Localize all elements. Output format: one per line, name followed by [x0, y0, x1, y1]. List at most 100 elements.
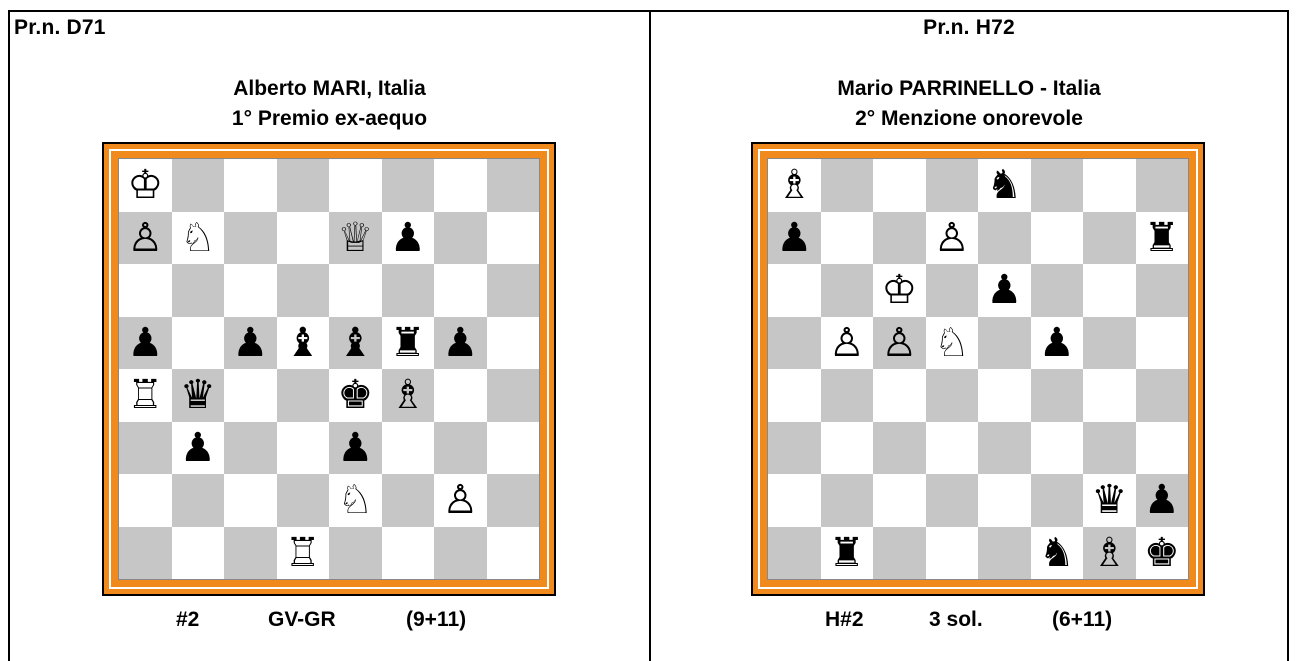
- board-square: [926, 474, 979, 527]
- award: 2° Menzione onorevole: [651, 104, 1287, 134]
- black-pawn-icon: ♟: [232, 323, 268, 363]
- board-square: [821, 159, 874, 212]
- stipulation: H#2: [825, 608, 864, 632]
- board-square: [487, 212, 540, 265]
- board-square: [277, 369, 330, 422]
- board-square: ♔: [119, 159, 172, 212]
- board-square: ♚: [329, 369, 382, 422]
- board-square: ♞: [978, 159, 1031, 212]
- board-square: ♝: [329, 317, 382, 370]
- board-square: [926, 159, 979, 212]
- board-square: [926, 422, 979, 475]
- black-pawn-icon: ♟: [442, 323, 478, 363]
- board-square: ♘: [926, 317, 979, 370]
- board-square: [926, 527, 979, 580]
- white-rook-icon: ♖: [285, 533, 321, 573]
- black-pawn-icon: ♟: [390, 218, 426, 258]
- board-square: [1083, 369, 1136, 422]
- board-square: [1031, 422, 1084, 475]
- board-square: [224, 422, 277, 475]
- board-square: [277, 159, 330, 212]
- board-square: [382, 474, 435, 527]
- board-square: [119, 422, 172, 475]
- board-square: [329, 264, 382, 317]
- white-pawn-icon: ♙: [829, 323, 865, 363]
- board-square: [1083, 422, 1136, 475]
- board-frame: ♔♙♘♕♟♟♟♝♝♜♟♖♛♚♗♟♟♘♙♖: [102, 142, 556, 596]
- board-square: [224, 369, 277, 422]
- board-square: ♗: [768, 159, 821, 212]
- board-square: [821, 422, 874, 475]
- board-square: [487, 317, 540, 370]
- board-square: ♘: [329, 474, 382, 527]
- board-square: [1083, 212, 1136, 265]
- board-square: [382, 264, 435, 317]
- black-rook-icon: ♜: [1144, 218, 1180, 258]
- board-square: [873, 369, 926, 422]
- board-square: ♟: [224, 317, 277, 370]
- board-square: [382, 527, 435, 580]
- board-square: [978, 474, 1031, 527]
- condition: 3 sol.: [929, 608, 983, 632]
- black-pawn-icon: ♟: [180, 428, 216, 468]
- board-square: [768, 527, 821, 580]
- board-square: [487, 159, 540, 212]
- white-knight-icon: ♘: [180, 218, 216, 258]
- board-square: ♟: [1031, 317, 1084, 370]
- board-square: ♟: [172, 422, 225, 475]
- board-square: [978, 317, 1031, 370]
- board-square: [821, 212, 874, 265]
- black-bishop-icon: ♝: [285, 323, 321, 363]
- board-square: ♖: [277, 527, 330, 580]
- white-queen-icon: ♕: [337, 218, 373, 258]
- black-queen-icon: ♛: [1091, 480, 1127, 520]
- black-knight-icon: ♞: [1039, 533, 1075, 573]
- board-square: [434, 422, 487, 475]
- composer-name: Alberto MARI, Italia: [10, 74, 649, 104]
- board-square: [926, 264, 979, 317]
- board-square: ♟: [1136, 474, 1189, 527]
- board-square: [768, 369, 821, 422]
- board-square: ♙: [434, 474, 487, 527]
- board-square: [926, 369, 979, 422]
- board-square: [224, 212, 277, 265]
- board-square: ♘: [172, 212, 225, 265]
- board-square: [1083, 159, 1136, 212]
- board-square: [768, 317, 821, 370]
- board-square: [277, 264, 330, 317]
- board-square: [277, 422, 330, 475]
- board-square: [978, 212, 1031, 265]
- board-square: [329, 159, 382, 212]
- board-square: [873, 159, 926, 212]
- board-square: [434, 527, 487, 580]
- board-square: [119, 527, 172, 580]
- board-square: ♖: [119, 369, 172, 422]
- board-square: ♟: [329, 422, 382, 475]
- black-queen-icon: ♛: [180, 375, 216, 415]
- board-square: [172, 527, 225, 580]
- white-pawn-icon: ♙: [442, 480, 478, 520]
- board-square: [277, 474, 330, 527]
- board-square: [1031, 369, 1084, 422]
- board-square: [329, 527, 382, 580]
- board-square: [487, 264, 540, 317]
- problem-number: Pr.n. D71: [14, 16, 106, 40]
- board-square: [768, 474, 821, 527]
- board-square: [873, 212, 926, 265]
- condition: GV-GR: [268, 608, 336, 632]
- board-square: [172, 159, 225, 212]
- board-square: ♗: [382, 369, 435, 422]
- board-square: ♔: [873, 264, 926, 317]
- board-square: [1136, 422, 1189, 475]
- board-square: ♜: [382, 317, 435, 370]
- board-square: [821, 474, 874, 527]
- board-frame: ♗♞♟♙♜♔♟♙♙♘♟♛♟♜♞♗♚: [751, 142, 1205, 596]
- board-square: [277, 212, 330, 265]
- board-square: [172, 264, 225, 317]
- board-square: [821, 264, 874, 317]
- black-pawn-icon: ♟: [127, 323, 163, 363]
- board-square: [487, 422, 540, 475]
- board-square: ♟: [978, 264, 1031, 317]
- board-square: [1083, 317, 1136, 370]
- black-pawn-icon: ♟: [337, 428, 373, 468]
